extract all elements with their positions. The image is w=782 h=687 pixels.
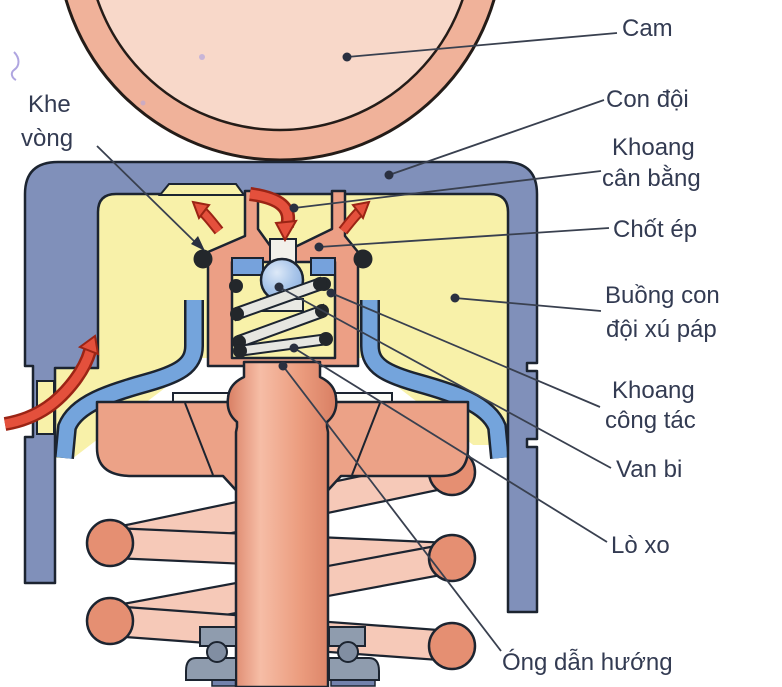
leader-ong-dan-huong xyxy=(282,365,502,652)
retainer-edge-line xyxy=(184,402,214,476)
plunger xyxy=(193,189,373,368)
label-van-bi: Van bi xyxy=(616,456,682,483)
cam-speck xyxy=(140,100,146,106)
valve-spring-coil-end xyxy=(427,621,477,671)
label-khoang-can-bang-1: Khoang xyxy=(612,134,695,161)
flow-arrowhead-left xyxy=(191,200,211,221)
flow-arrowhead-right xyxy=(351,200,371,221)
spring-coil-end xyxy=(233,344,247,358)
label-lo-xo: Lò xo xyxy=(611,532,670,559)
leader-lines xyxy=(96,32,618,652)
cam-speck xyxy=(199,54,205,60)
spring-coil-end xyxy=(319,332,333,346)
khe-vong-arrowhead xyxy=(191,236,205,251)
leader-chot-ep xyxy=(318,227,610,248)
leader-dot xyxy=(314,242,324,252)
leader-dot xyxy=(450,293,460,303)
guide-base-right xyxy=(328,657,380,681)
flow-arrowhead-center xyxy=(274,219,298,243)
label-buong-1: Buồng con xyxy=(605,282,720,309)
labels: Cam Con đội Khoang cân bằng Chốt ép Buồn… xyxy=(21,15,720,676)
cam-face xyxy=(96,0,464,132)
valve-assembly xyxy=(85,360,477,687)
leader-con-doi xyxy=(388,99,605,176)
leader-khoang-cong-tac xyxy=(330,292,601,408)
valve-stem xyxy=(226,360,338,687)
spring-coil-end xyxy=(230,307,244,321)
leader-dot xyxy=(274,282,284,292)
leader-dots xyxy=(274,52,460,371)
ball-seat-right xyxy=(310,257,336,276)
valve-spring-coil-end xyxy=(85,518,135,568)
tappet-body xyxy=(23,160,539,614)
guide-base-left xyxy=(185,657,237,681)
ceiling-recess xyxy=(157,183,246,196)
leader-dot xyxy=(326,288,336,298)
label-khoang-can-bang-2: cân bằng xyxy=(602,165,701,192)
leader-khe-vong xyxy=(96,145,197,244)
cam xyxy=(64,0,496,162)
retaining-ring-dot-right xyxy=(353,249,373,269)
label-ong-dan-huong: Óng dẫn hướng xyxy=(502,649,673,676)
retaining-ring-dot-left xyxy=(193,249,213,269)
oil-channel-left xyxy=(56,300,202,459)
leader-buong xyxy=(454,297,602,312)
leader-dot xyxy=(289,203,299,213)
label-chot-ep: Chốt ép xyxy=(613,216,697,243)
flow-arrowhead-inlet xyxy=(77,334,100,356)
label-con-doi: Con đội xyxy=(606,86,689,113)
leader-dot xyxy=(384,170,394,180)
spring-coil-end xyxy=(229,279,243,293)
oil-flow-arrows xyxy=(3,187,371,431)
flow-arrow-inlet xyxy=(4,349,95,429)
leader-lo-xo xyxy=(293,347,608,543)
label-khe-vong-1: Khe xyxy=(28,91,71,118)
guide-seal-ring-left xyxy=(206,641,228,663)
leader-khoang-can-bang xyxy=(293,170,602,209)
scan-scribble xyxy=(10,51,20,81)
label-khoang-cong-tac-1: Khoang xyxy=(612,377,695,404)
leader-van-bi xyxy=(278,286,612,469)
plunger-spring xyxy=(229,276,333,358)
leader-dot xyxy=(278,361,288,371)
label-cam: Cam xyxy=(622,15,673,42)
leader-dot xyxy=(342,52,352,62)
label-khoang-cong-tac-2: công tác xyxy=(605,407,696,434)
spring-coil-end xyxy=(313,277,327,291)
valve-spring-coil-end xyxy=(85,596,135,646)
label-buong-2: đội xú páp xyxy=(606,316,717,343)
guide-seal-ring-right xyxy=(337,641,359,663)
oil-channel-right xyxy=(362,300,508,459)
label-khe-vong-2: vòng xyxy=(21,125,73,152)
leader-cam xyxy=(346,32,618,58)
valve-guide xyxy=(185,626,380,681)
valve-spring-coil-end xyxy=(427,533,477,583)
ball-seat-left xyxy=(231,257,264,276)
oil-channels xyxy=(54,300,510,459)
leader-dot xyxy=(289,343,299,353)
